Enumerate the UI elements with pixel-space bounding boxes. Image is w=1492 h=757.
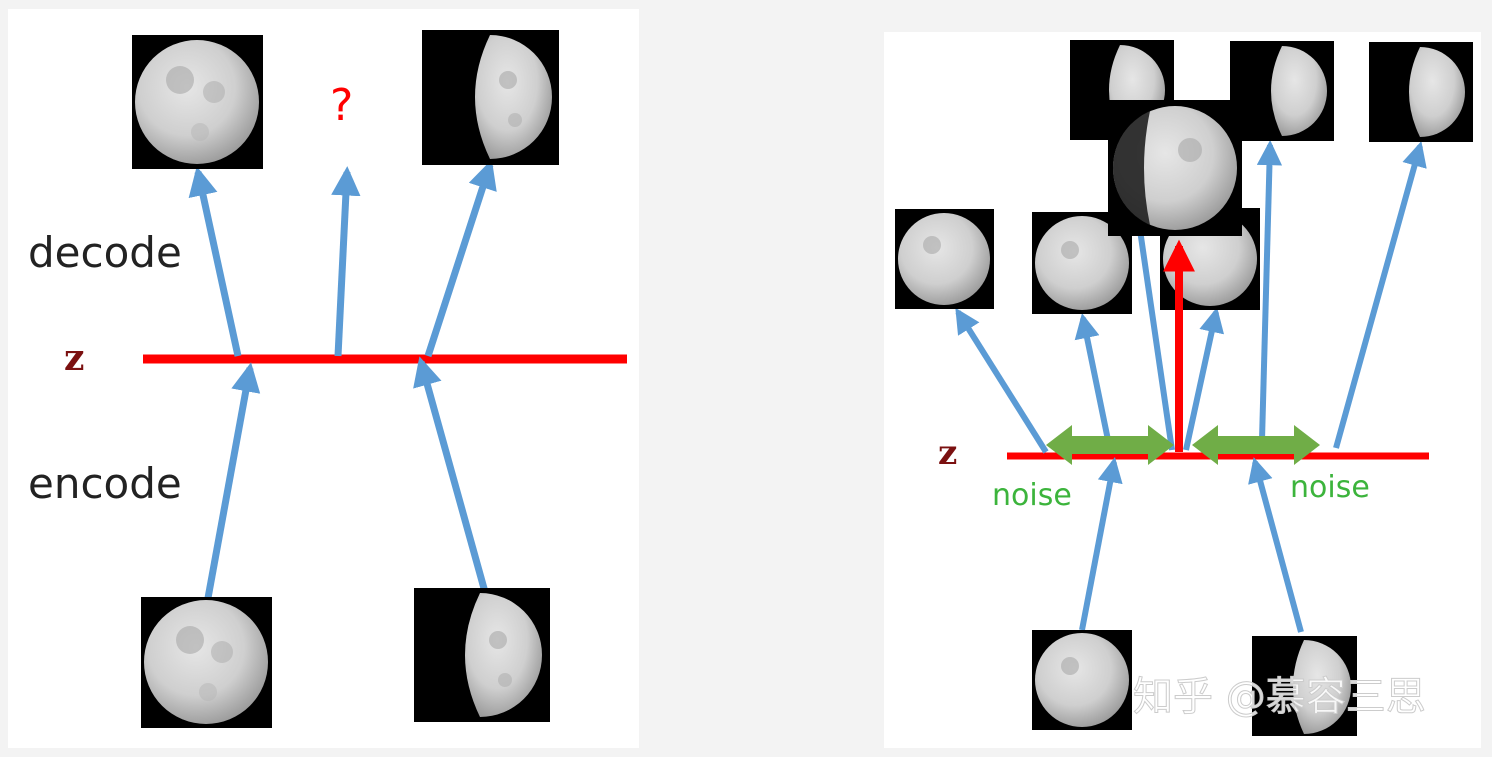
decode-arrow-5 <box>1256 139 1283 441</box>
moon-interpolated <box>1108 100 1242 236</box>
noise-arrow-left <box>1046 425 1174 465</box>
decode-arrow-6 <box>1333 141 1427 449</box>
encode-arrow-full-right <box>1079 457 1123 631</box>
moon-full-input-right <box>1032 630 1132 730</box>
left-panel: decode encode z ? <box>8 9 639 748</box>
moon-half-input-right <box>1252 636 1357 736</box>
decode-arrow-middle <box>331 166 361 357</box>
noise-label-right: noise <box>1290 470 1370 505</box>
right-panel: z noise noise 知乎 @慕容三思 <box>884 32 1481 748</box>
moon-image-half <box>422 30 559 165</box>
moon-image-full <box>132 35 263 169</box>
moon-image-half-input <box>414 588 550 722</box>
encode-arrow-half <box>413 356 489 593</box>
watermark: 知乎 @慕容三思 <box>1133 674 1426 720</box>
decode-arrow-2 <box>1074 313 1111 441</box>
noise-arrow-right <box>1192 425 1320 465</box>
moon-half-top-2 <box>1230 41 1334 141</box>
z-label-right: z <box>938 433 957 473</box>
encode-label: encode <box>28 459 182 508</box>
moon-full-mid-1 <box>895 209 994 309</box>
decode-arrow-half <box>424 159 497 358</box>
decode-arrow-4 <box>1183 307 1225 451</box>
moon-half-top-3 <box>1369 42 1473 142</box>
decode-arrow-1 <box>955 307 1049 454</box>
question-mark: ? <box>330 80 353 131</box>
z-label-left: z <box>64 337 84 379</box>
encode-arrow-full <box>204 362 261 599</box>
moon-image-full-input <box>141 597 272 728</box>
noise-label-left: noise <box>992 478 1072 513</box>
encode-arrow-half-right <box>1248 457 1304 633</box>
decode-label: decode <box>28 228 182 277</box>
decode-arrow-full <box>188 166 242 357</box>
decode-arrow-3 <box>1137 229 1175 451</box>
